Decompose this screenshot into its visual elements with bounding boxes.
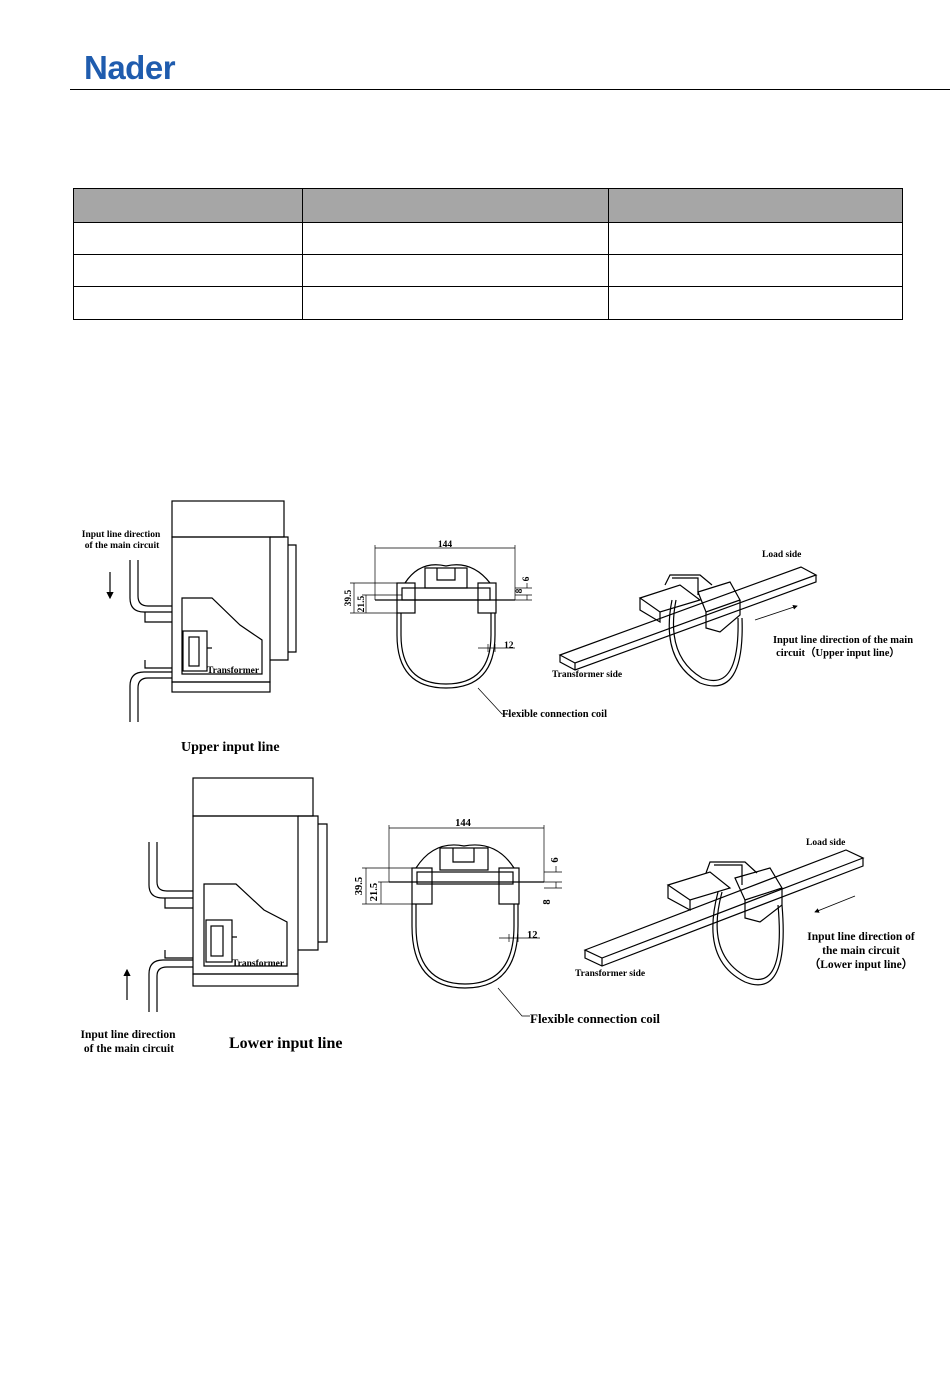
installation-drawing: Input line direction of the main circuit… — [81, 500, 915, 1055]
lower-dim-6: 6 — [550, 857, 561, 862]
lower-front-view — [362, 825, 562, 989]
upper-direction-label-2: of the main circuit — [85, 541, 160, 551]
upper-dim-12: 12 — [504, 641, 514, 651]
lower-dim-12: 12 — [527, 930, 538, 941]
upper-load-side-label: Load side — [762, 550, 801, 560]
upper-dim-6: 6 — [522, 576, 532, 581]
lower-caption: Lower input line — [229, 1035, 343, 1052]
lower-dim-39-5: 39.5 — [354, 877, 365, 895]
upper-isometric-view — [558, 566, 818, 687]
table-cell — [608, 222, 903, 255]
lower-isometric-view — [583, 849, 865, 986]
lower-side-view — [123, 777, 328, 1012]
lower-direction-label-2: of the main circuit — [84, 1043, 174, 1055]
upper-iso-direction-2: circuit（Upper input line） — [776, 646, 900, 659]
table-cell — [73, 222, 303, 255]
lower-iso-direction-2: the main circuit — [822, 945, 900, 957]
upper-coil-label: Flexible connection coil — [502, 709, 607, 720]
lower-dim-21-5: 21.5 — [369, 883, 380, 901]
upper-transformer-side-label: Transformer side — [552, 670, 622, 680]
upper-front-view — [350, 545, 532, 689]
lower-dim-8: 8 — [542, 899, 553, 904]
upper-caption: Upper input line — [181, 740, 280, 755]
lower-iso-direction-1: Input line direction of — [807, 931, 915, 943]
upper-dim-144: 144 — [438, 540, 453, 550]
table-header-cell — [608, 188, 903, 223]
page-header: Nader — [0, 0, 950, 92]
table-cell — [608, 254, 903, 287]
upper-side-view — [106, 500, 297, 722]
table-header-cell — [302, 188, 609, 223]
upper-dim-21-5: 21.5 — [357, 595, 367, 612]
lower-direction-label-1: Input line direction — [81, 1029, 177, 1041]
table-cell — [608, 286, 903, 320]
upper-transformer-label: Transformer — [207, 666, 260, 676]
table-cell — [302, 222, 609, 255]
lower-transformer-side-label: Transformer side — [575, 969, 645, 979]
table-cell — [73, 254, 303, 287]
table-row — [73, 222, 903, 255]
table-row — [73, 286, 903, 320]
lower-load-side-label: Load side — [806, 838, 845, 848]
upper-dim-39-5: 39.5 — [344, 589, 354, 606]
table-cell — [302, 286, 609, 320]
upper-dim-8: 8 — [515, 588, 525, 593]
upper-direction-label-1: Input line direction — [82, 530, 161, 540]
lower-iso-direction-3: （Lower input line） — [809, 957, 914, 971]
table-row — [73, 254, 903, 287]
header-rule — [70, 89, 950, 90]
lower-coil-label: Flexible connection coil — [530, 1011, 660, 1026]
spec-table — [73, 188, 903, 320]
lower-transformer-label: Transformer — [232, 959, 285, 969]
nader-logo: Nader — [84, 49, 176, 86]
table-header-cell — [73, 188, 303, 223]
upper-iso-direction-1: Input line direction of the main — [773, 635, 913, 646]
table-cell — [73, 286, 303, 320]
lower-dim-144: 144 — [455, 818, 472, 829]
table-cell — [302, 254, 609, 287]
table-header-row — [73, 188, 903, 223]
